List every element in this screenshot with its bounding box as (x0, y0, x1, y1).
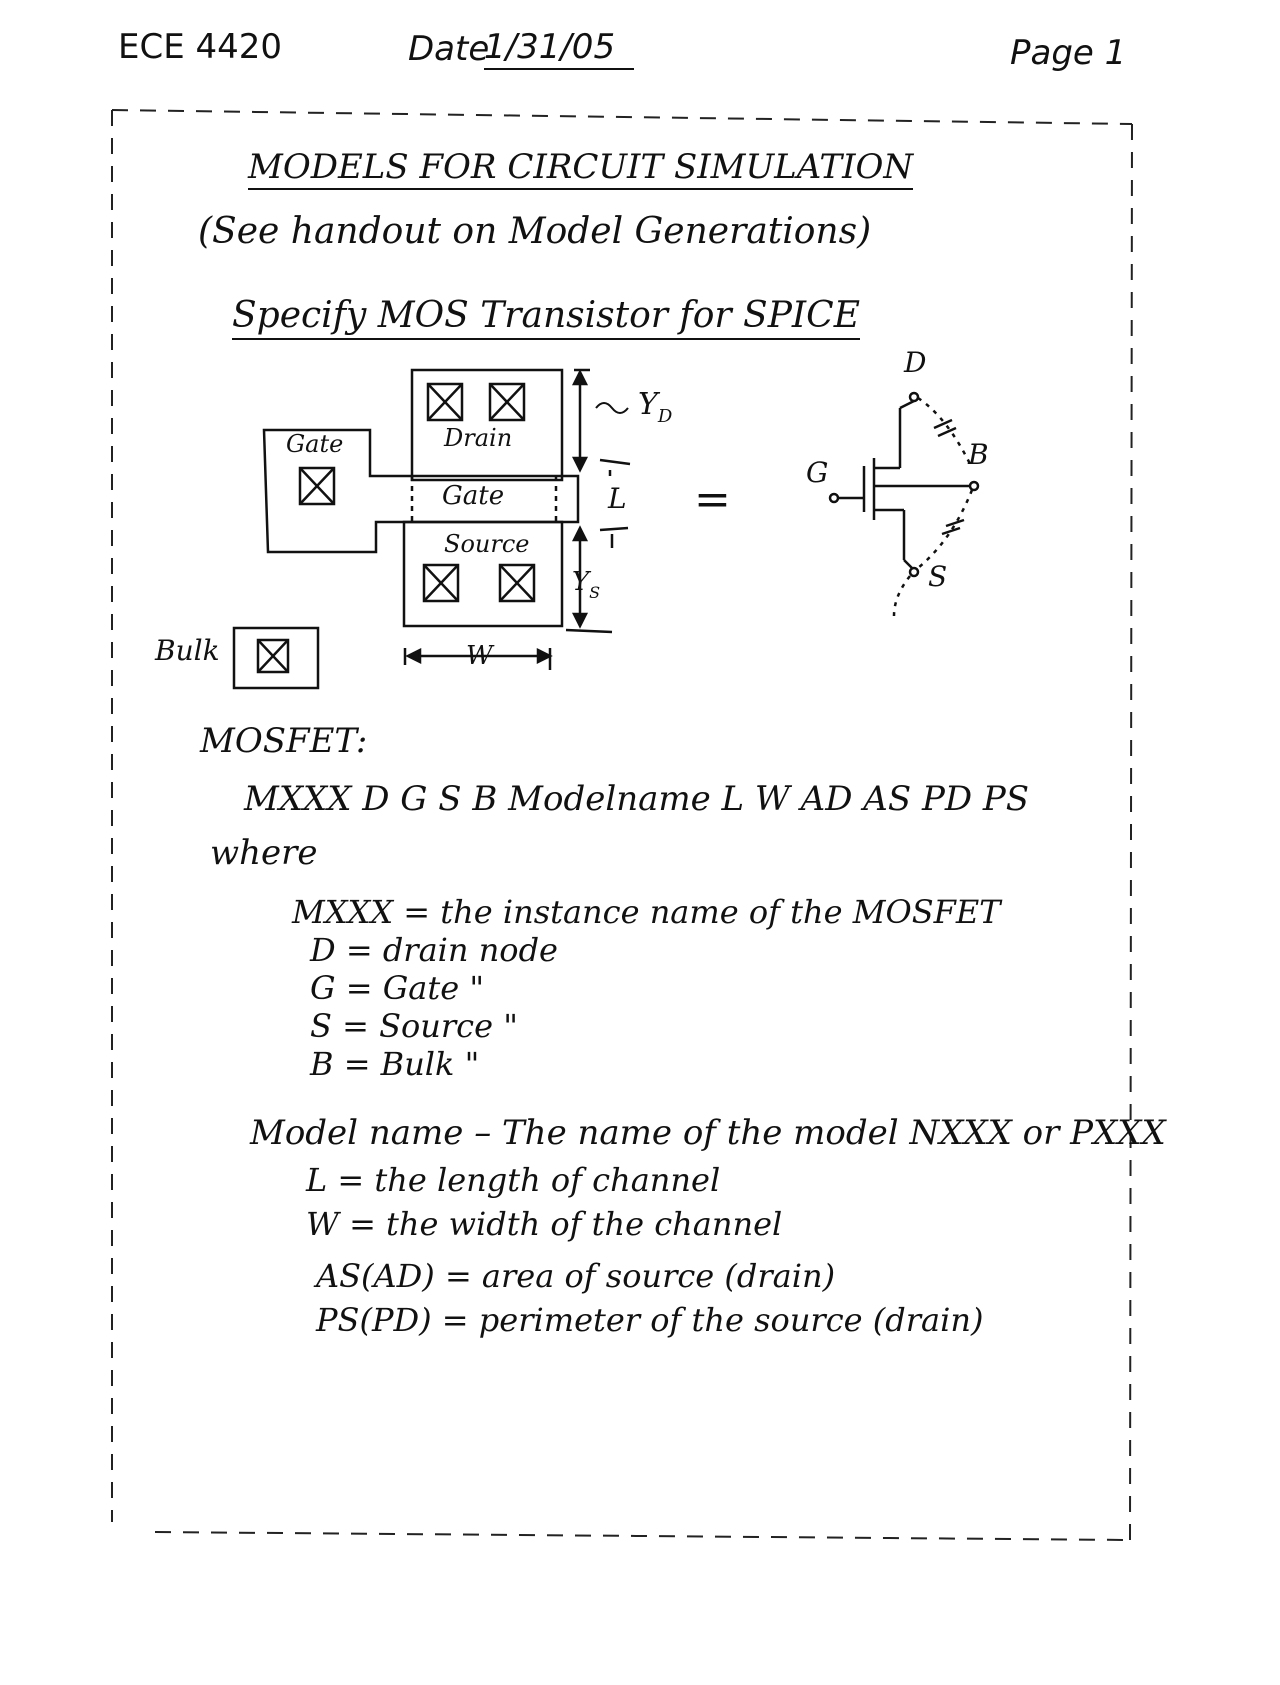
symbol-bulk-label: B (967, 438, 989, 471)
bulk-label: Bulk (154, 634, 220, 667)
section-heading: Specify MOS Transistor for SPICE (232, 298, 860, 340)
source-label: Source (444, 530, 529, 558)
spice-syntax: MXXX D G S B Modelname L W AD AS PD PS (244, 779, 1030, 819)
drain-contact-icon (488, 382, 526, 422)
drain-label: Drain (443, 424, 512, 452)
def-mxxx: MXXX = the instance name of the MOSFET (292, 893, 1001, 931)
width-label: W (466, 641, 495, 671)
page-title: MODELS FOR CIRCUIT SIMULATION (248, 150, 914, 190)
drain-region (410, 368, 564, 482)
ys-label: YS (572, 567, 600, 602)
def-b: B = Bulk " (310, 1045, 480, 1083)
symbol-source-label: S (928, 560, 947, 593)
equals-sign: = (694, 474, 731, 525)
contact-icons (256, 382, 536, 674)
course-code: ECE 4420 (118, 27, 283, 67)
where-label: where (210, 833, 318, 873)
page-number: Page 1 (1010, 33, 1127, 73)
dimension-arrows (403, 368, 631, 670)
bulk-box (232, 626, 320, 690)
def-d: D = drain node (310, 931, 558, 969)
param-ps-pd: PS(PD) = perimeter of the source (drain) (316, 1301, 984, 1339)
gate-contact-icon (298, 466, 336, 506)
gate-poly (262, 428, 580, 554)
gate-pad-label: Gate (286, 430, 343, 458)
mosfet-symbol-icon (828, 391, 980, 617)
drain-contact-icon (426, 382, 464, 422)
date-label: Date (408, 29, 490, 69)
yd-label: YD (638, 387, 673, 427)
gate-center-label: Gate (442, 481, 504, 511)
source-contact-icon (498, 563, 536, 603)
length-label: L (607, 482, 627, 515)
source-contact-icon (422, 563, 460, 603)
dashed-frame (111, 109, 1133, 1541)
param-as-ad: AS(AD) = area of source (drain) (316, 1257, 836, 1295)
param-l: L = the length of channel (306, 1161, 721, 1199)
def-g: G = Gate " (310, 969, 485, 1007)
symbol-drain-label: D (903, 346, 926, 379)
date-value: 1/31/05 (484, 30, 634, 70)
symbol-gate-label: G (806, 456, 828, 489)
mosfet-heading: MOSFET: (200, 721, 368, 761)
model-name-line: Model name – The name of the model NXXX … (250, 1113, 1166, 1153)
bulk-contact-icon (256, 638, 290, 674)
def-s: S = Source " (310, 1007, 518, 1045)
page-subtitle: (See handout on Model Generations) (198, 211, 872, 252)
param-w: W = the width of the channel (306, 1205, 783, 1243)
